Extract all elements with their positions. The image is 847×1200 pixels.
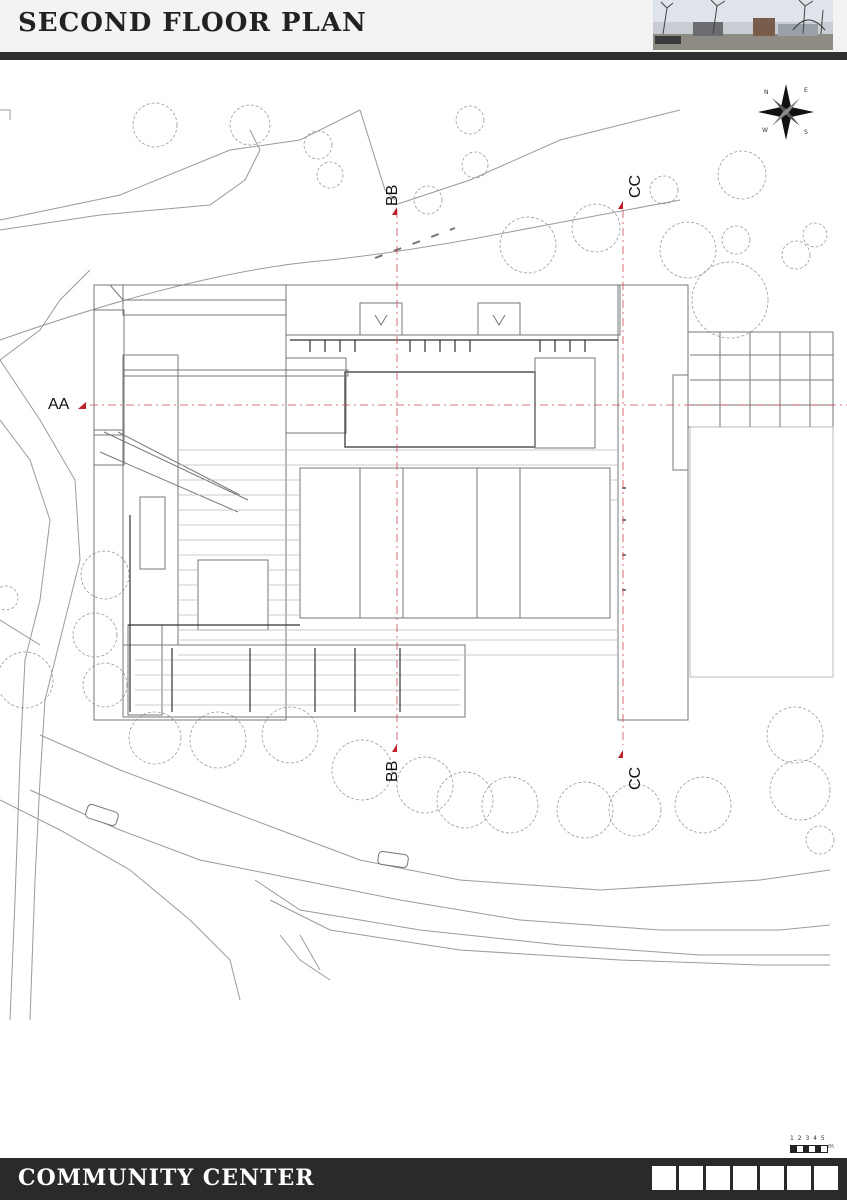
section-label-cc-top: CC bbox=[627, 175, 644, 198]
compass-w: W bbox=[762, 127, 768, 134]
section-label-cc-bottom: CC bbox=[627, 767, 644, 790]
footer-squares bbox=[652, 1166, 838, 1190]
footer-title: COMMUNITY CENTER bbox=[18, 1165, 315, 1191]
footer-square bbox=[652, 1166, 676, 1190]
compass-s: S bbox=[804, 129, 808, 136]
header-bar bbox=[0, 52, 847, 60]
scale-bar-graphic bbox=[790, 1145, 828, 1153]
footer-square bbox=[706, 1166, 730, 1190]
site-plan: AA BB BB CC CC N E S W bbox=[0, 84, 847, 1021]
header: SECOND FLOOR PLAN bbox=[0, 0, 847, 52]
footer-square bbox=[679, 1166, 703, 1190]
site-photo bbox=[653, 0, 833, 50]
footer: COMMUNITY CENTER bbox=[0, 1158, 847, 1200]
scale-unit: m bbox=[828, 1143, 834, 1150]
section-label-aa: AA bbox=[48, 396, 70, 413]
section-label-bb-bottom: BB bbox=[384, 761, 401, 782]
page-title: SECOND FLOOR PLAN bbox=[18, 8, 367, 38]
footer-square bbox=[814, 1166, 838, 1190]
footer-square bbox=[760, 1166, 784, 1190]
compass-e: E bbox=[804, 87, 808, 94]
section-label-bb-top: BB bbox=[384, 185, 401, 206]
scale-ticks: 1 2 3 4 5 bbox=[790, 1135, 826, 1142]
scale-bar: 1 2 3 4 5 m bbox=[790, 1135, 834, 1155]
footer-square bbox=[733, 1166, 757, 1190]
north-arrow-icon: N E S W bbox=[758, 84, 814, 140]
compass-n: N bbox=[764, 89, 769, 96]
footer-square bbox=[787, 1166, 811, 1190]
